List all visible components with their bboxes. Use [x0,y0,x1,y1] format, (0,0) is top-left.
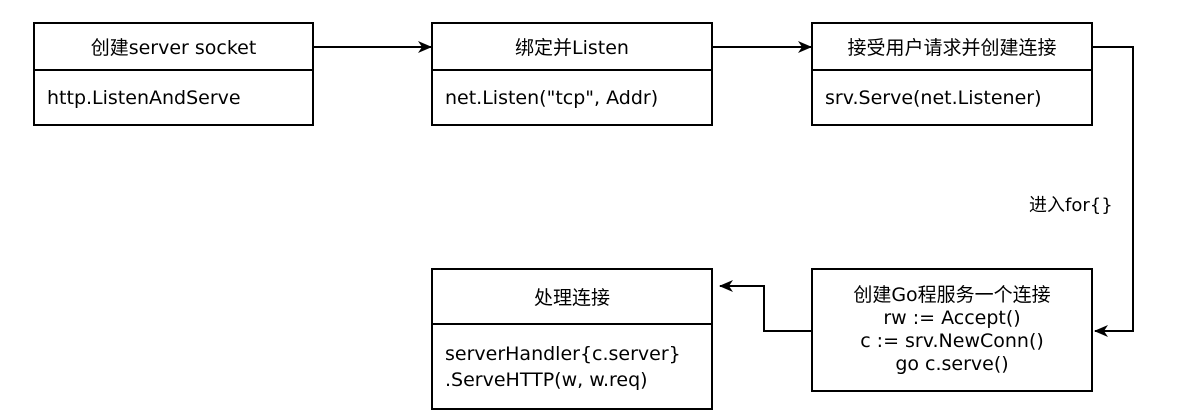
node-accept-request-body: srv.Serve(net.Listener) [825,86,1042,109]
node-handle-connection-body-line-1: serverHandler{c.server} [445,342,681,365]
node-accept-request-title: 接受用户请求并创建连接 [813,24,1091,71]
node-handle-connection: 处理连接 serverHandler{c.server} .ServeHTTP(… [431,268,713,410]
node-handle-connection-body-line-2: .ServeHTTP(w, w.req) [445,368,648,391]
edge-goroutine-to-handle [719,280,811,332]
node-goroutine-line-2: rw := Accept() [883,307,1021,329]
node-goroutine: 创建Go程服务一个连接 rw := Accept() c := srv.NewC… [811,268,1093,392]
node-bind-listen-title: 绑定并Listen [433,24,711,71]
node-bind-listen: 绑定并Listen net.Listen("tcp", Addr) [431,22,713,126]
node-create-server-socket-title: 创建server socket [35,24,312,71]
node-goroutine-line-3: c := srv.NewConn() [860,330,1044,352]
edge-accept-to-goroutine [1093,46,1134,337]
node-handle-connection-title: 处理连接 [433,270,711,325]
node-goroutine-line-1: 创建Go程服务一个连接 [853,284,1051,306]
node-goroutine-line-4: go c.serve() [895,353,1009,375]
node-create-server-socket: 创建server socket http.ListenAndServe [33,22,314,126]
edge-label-for-loop: 进入for{} [1029,191,1113,217]
node-bind-listen-body: net.Listen("tcp", Addr) [445,86,659,109]
node-handle-connection-body: serverHandler{c.server} .ServeHTTP(w, w.… [445,325,705,408]
node-accept-request: 接受用户请求并创建连接 srv.Serve(net.Listener) [811,22,1093,126]
node-create-server-socket-body: http.ListenAndServe [47,86,241,109]
